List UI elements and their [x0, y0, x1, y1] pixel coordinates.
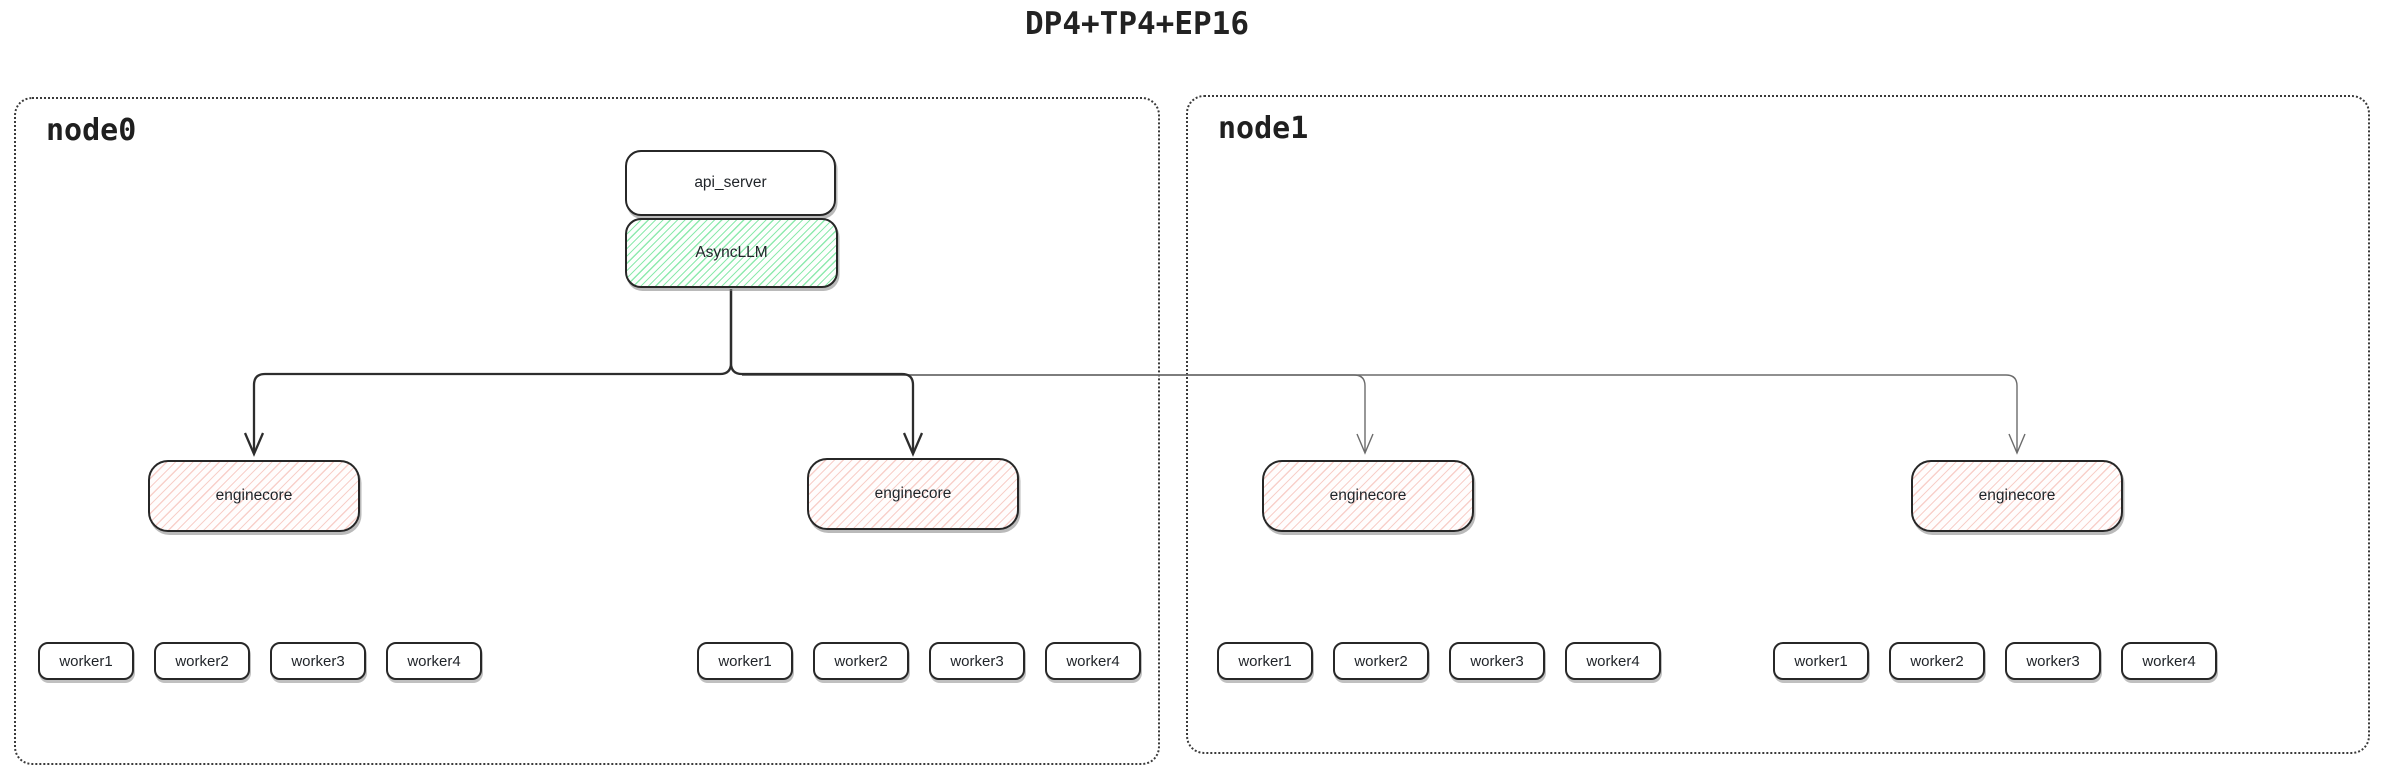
worker-box: worker1 [1773, 642, 1869, 680]
worker-label: worker1 [59, 652, 113, 670]
worker-box: worker3 [2005, 642, 2101, 680]
worker-label: worker2 [834, 652, 888, 670]
worker-box: worker1 [38, 642, 134, 680]
worker-label: worker4 [1066, 652, 1120, 670]
node0-label: node0 [46, 113, 137, 148]
worker-box: worker2 [154, 642, 250, 680]
worker-box: worker1 [697, 642, 793, 680]
enginecore-box-4: enginecore [1911, 460, 2123, 532]
worker-label: worker2 [1910, 652, 1964, 670]
worker-box: worker2 [813, 642, 909, 680]
enginecore-box-1: enginecore [148, 460, 360, 532]
worker-box: worker3 [1449, 642, 1545, 680]
enginecore-label: enginecore [874, 485, 952, 502]
worker-label: worker4 [407, 652, 461, 670]
diagram-title: DP4+TP4+EP16 [1025, 6, 1249, 42]
worker-label: worker1 [718, 652, 772, 670]
worker-box: worker3 [270, 642, 366, 680]
node1-label: node1 [1218, 111, 1309, 146]
worker-label: worker2 [175, 652, 229, 670]
enginecore-box-3: enginecore [1262, 460, 1474, 532]
worker-label: worker3 [291, 652, 345, 670]
enginecore-label: enginecore [1978, 487, 2056, 504]
worker-box: worker4 [1565, 642, 1661, 680]
api-server-label: api_server [694, 174, 767, 191]
worker-label: worker3 [950, 652, 1004, 670]
asyncllm-box: AsyncLLM [625, 218, 838, 288]
worker-box: worker2 [1889, 642, 1985, 680]
api-server-box: api_server [625, 150, 836, 216]
enginecore-box-2: enginecore [807, 458, 1019, 530]
worker-label: worker1 [1238, 652, 1292, 670]
enginecore-label: enginecore [215, 487, 293, 504]
worker-box: worker3 [929, 642, 1025, 680]
worker-label: worker2 [1354, 652, 1408, 670]
worker-label: worker4 [1586, 652, 1640, 670]
worker-label: worker1 [1794, 652, 1848, 670]
worker-label: worker4 [2142, 652, 2196, 670]
worker-box: worker1 [1217, 642, 1313, 680]
worker-box: worker4 [386, 642, 482, 680]
worker-box: worker4 [2121, 642, 2217, 680]
asyncllm-label: AsyncLLM [695, 244, 768, 261]
worker-label: worker3 [2026, 652, 2080, 670]
enginecore-label: enginecore [1329, 487, 1407, 504]
worker-box: worker2 [1333, 642, 1429, 680]
worker-box: worker4 [1045, 642, 1141, 680]
worker-label: worker3 [1470, 652, 1524, 670]
